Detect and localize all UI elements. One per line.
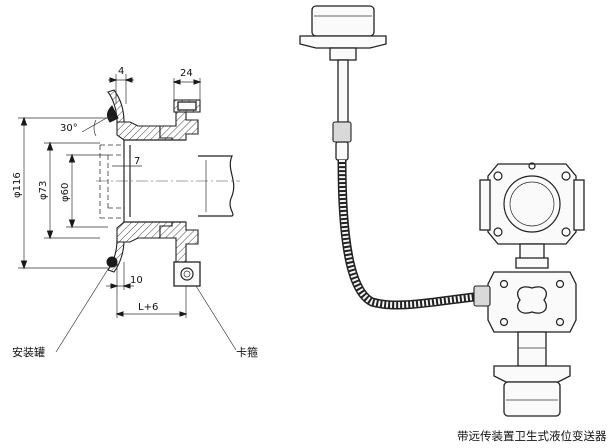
dim-73-arrow-bot — [46, 230, 54, 240]
module-bolt-tl — [499, 279, 509, 289]
clamp-lower — [173, 261, 201, 287]
module-bolt-tr — [555, 279, 565, 289]
housing-window-inner — [509, 181, 555, 227]
screw-icon-3 — [493, 227, 503, 237]
screw-icon-5 — [528, 162, 536, 170]
dim-73-arrow-top — [46, 141, 54, 151]
remote-stem — [337, 59, 349, 123]
clover-cap — [517, 286, 547, 314]
transmitter-neck-nut — [515, 257, 549, 269]
dim-10-arrow-r — [122, 283, 131, 289]
leader-clamp — [195, 285, 237, 351]
dim-60-arrow-bot — [68, 219, 76, 229]
housing-window — [503, 175, 561, 233]
dim-60-label: φ60 — [60, 183, 71, 202]
flange-lower — [159, 221, 199, 263]
leader-tank — [55, 265, 111, 353]
capillary-connector — [332, 121, 352, 143]
transmitter-head — [487, 163, 577, 245]
angle-leader — [81, 115, 111, 133]
housing-cap-right — [573, 179, 585, 231]
angle-label: 30° — [60, 123, 78, 134]
screw-icon — [493, 171, 503, 181]
transmitter-stub — [198, 155, 235, 217]
housing-cap-left — [479, 179, 491, 231]
capillary-tube-outer — [337, 159, 485, 310]
dim-10-arrow-l — [110, 283, 119, 289]
screw-icon-2 — [561, 171, 571, 181]
dim-l-label: L+6 — [138, 302, 158, 313]
clamp-bolt-inner — [183, 270, 191, 278]
dim-24-arrow-l — [172, 79, 181, 85]
module-bolt-br — [555, 317, 565, 327]
dim-4-arrow-r — [124, 77, 133, 83]
screw-icon-4 — [561, 227, 571, 237]
dim-4-arrow-l — [109, 77, 118, 83]
dim-60-arrow-top — [68, 153, 76, 163]
dim-24-label: 24 — [180, 68, 193, 79]
dim-7-label: 7 — [134, 156, 140, 167]
figure-caption: 带远传装置卫生式液位变送器 — [457, 429, 607, 443]
remote-seal-neck — [329, 47, 357, 61]
lower-stem — [517, 331, 547, 367]
capillary-side-fitting — [473, 285, 491, 307]
dim-10-label: 10 — [130, 275, 143, 286]
lower-flange — [493, 365, 571, 383]
dim-l-arrow-r — [179, 311, 188, 317]
dim-116-arrow-top — [20, 116, 28, 126]
angle-arc — [93, 119, 97, 137]
dim-24-arrow-r — [193, 79, 202, 85]
capillary-connector-2 — [335, 141, 349, 161]
remote-seal-flange — [299, 35, 387, 49]
remote-seal-body — [311, 5, 375, 37]
weld-lower — [106, 256, 118, 268]
dim-116-label: φ116 — [12, 172, 23, 198]
dim-73-label: φ73 — [38, 181, 49, 200]
label-tank: 安装罐 — [12, 345, 45, 359]
lower-seal-body — [503, 381, 561, 417]
remote-seal-assembly — [299, 5, 585, 417]
label-clamp: 卡箍 — [236, 345, 258, 359]
clamp-bolt — [180, 267, 194, 281]
section-view: φ116 φ73 φ60 30° 4 24 — [12, 66, 258, 359]
module-bolt-bl — [499, 317, 509, 327]
clamp-upper-bolt — [177, 101, 197, 111]
capillary-tube-inner — [339, 159, 485, 309]
dim-4-label: 4 — [118, 66, 124, 77]
dim-l-arrow-l — [115, 311, 124, 317]
dim-116-arrow-bot — [20, 260, 28, 270]
